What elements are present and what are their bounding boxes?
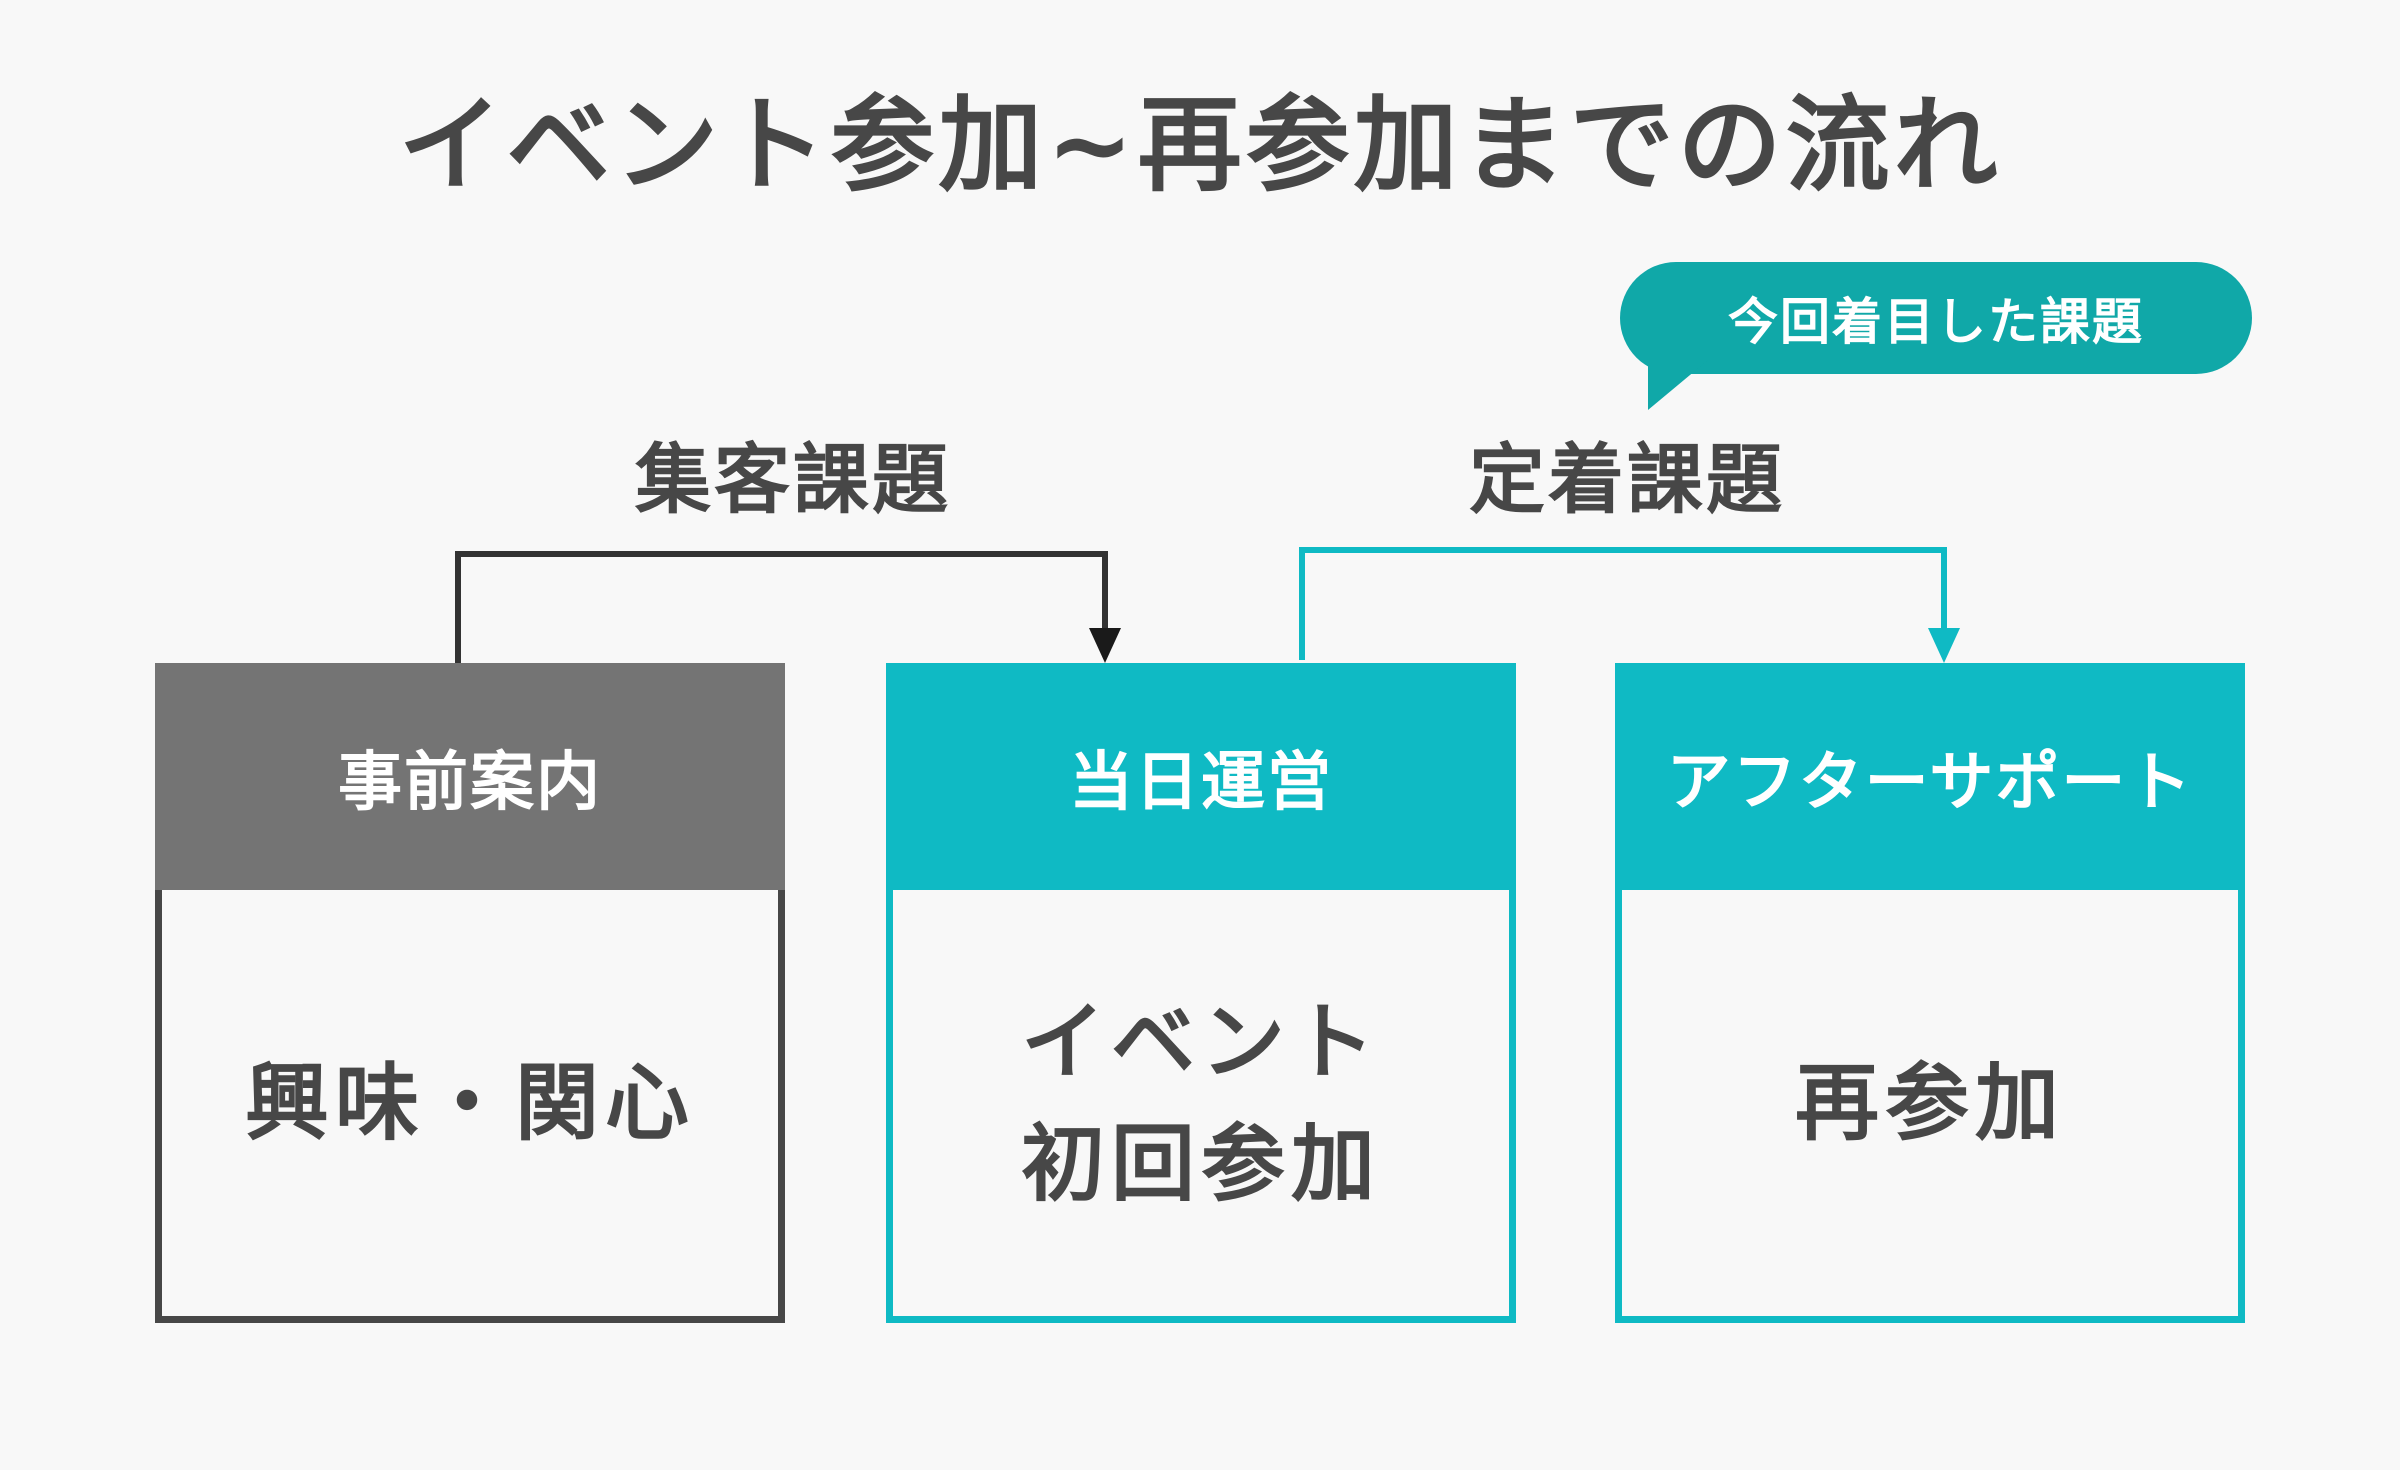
stage-box-after-support: アフターサポート 再参加 [1615, 663, 2245, 1323]
stage-body-line: 再参加 [1794, 1054, 2065, 1152]
callout-text: 今回着目した課題 [1728, 293, 2144, 351]
stage-body-line: 興味・関心 [244, 1054, 695, 1152]
stage-body-after-support: 再参加 [1622, 890, 2238, 1316]
stage-box-pre-event: 事前案内 興味・関心 [155, 663, 785, 1323]
stage-header-event-day: 当日運営 [886, 663, 1516, 890]
stage-body-event-day: イベント 初回参加 [893, 890, 1509, 1316]
connector-label-acquisition: 集客課題 [635, 435, 951, 524]
connector-retention [1299, 547, 1960, 663]
callout-bubble: 今回着目した課題 [1620, 262, 2252, 374]
stage-body-line: イベント [1020, 993, 1381, 1091]
stage-body-pre-event: 興味・関心 [162, 890, 778, 1316]
stage-box-event-day: 当日運営 イベント 初回参加 [886, 663, 1516, 1323]
stage-header-pre-event: 事前案内 [155, 663, 785, 890]
connector-acquisition [455, 551, 1121, 663]
stage-header-after-support: アフターサポート [1615, 663, 2245, 890]
stage-body-line: 初回参加 [1020, 1115, 1381, 1213]
diagram-title: イベント参加~再参加までの流れ [398, 84, 2002, 206]
arrowhead-retention [1928, 628, 1960, 663]
callout-tail [1648, 360, 1708, 410]
connector-label-retention: 定着課題 [1469, 435, 1785, 524]
arrowhead-acquisition [1089, 628, 1121, 663]
